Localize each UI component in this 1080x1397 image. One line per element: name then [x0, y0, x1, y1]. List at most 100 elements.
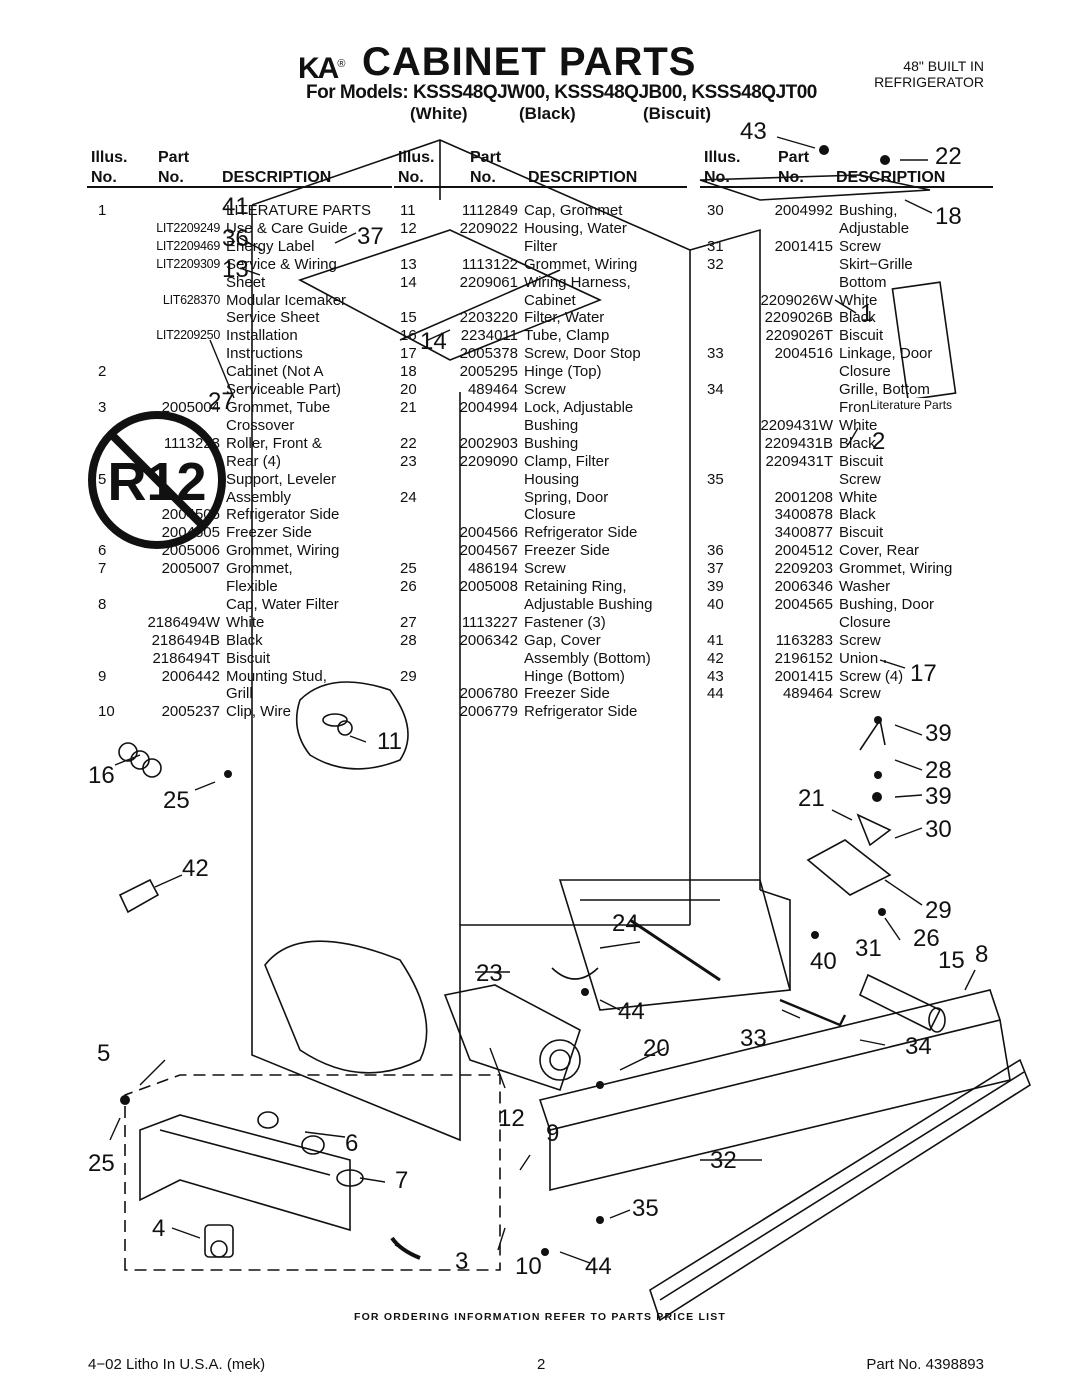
parts-row: Closure: [707, 363, 982, 381]
illus-number: 1: [98, 202, 107, 219]
callout-25-bottom: 25: [88, 1150, 115, 1177]
description-cell: Service & Wiring: [226, 255, 337, 273]
description-cell: Skirt−Grille: [839, 255, 913, 273]
callout-33: 33: [740, 1025, 767, 1052]
part-number-cell: 2004512: [774, 542, 833, 560]
callout-27: 27: [208, 388, 235, 415]
callout-12: 12: [498, 1105, 525, 1132]
part-number-cell: 2006780: [459, 685, 518, 703]
part-number-cell: 2196152: [774, 649, 833, 667]
description-cell: Bushing, Door: [839, 595, 935, 613]
callout-21: 21: [798, 785, 825, 812]
cabinet-left-wall: [251, 205, 690, 1142]
description-cell: Fastener (3): [524, 613, 606, 631]
illus-number: 40: [707, 595, 724, 613]
part-number-cell: 2004516: [774, 345, 833, 363]
callout-11: 11: [377, 728, 402, 755]
part-number-cell: 2006342: [459, 631, 518, 649]
part-number-cell: 2004992: [774, 202, 833, 219]
page-title: CABINET PARTS: [362, 40, 697, 84]
illus-number: 21: [400, 398, 417, 416]
description-cell: Cabinet (Not A: [226, 363, 324, 381]
description-cell: Modular Icemaker: [226, 291, 347, 309]
col1-head-description: DESCRIPTION: [222, 169, 332, 186]
col2-head-illus: Illus.No.: [398, 149, 435, 186]
callout-7: 7: [395, 1167, 409, 1194]
callout-44-bottom: 44: [585, 1253, 612, 1280]
illus-number: 32: [707, 255, 724, 273]
description-cell: Screw: [839, 470, 881, 488]
parts-row: Adjustable Bushing: [400, 596, 690, 614]
illus-number: 39: [707, 578, 724, 596]
description-cell: Closure: [839, 613, 891, 631]
description-cell: Screw: [839, 237, 881, 255]
part-number-cell: 1112849: [461, 202, 518, 219]
description-cell: Cap, Water Filter: [226, 595, 339, 613]
description-cell: Screw: [524, 560, 566, 578]
illus-number: 34: [707, 381, 724, 399]
grille-bottom-front: [649, 1058, 1031, 1322]
part-number-cell: 2203220: [459, 309, 518, 327]
part-number-cell: 3400877: [774, 524, 833, 542]
part-number-cell: 2004567: [459, 542, 518, 560]
cabinet-top-outline: [251, 139, 691, 925]
description-cell: Crossover: [226, 416, 295, 434]
callout-31: 31: [855, 935, 882, 962]
part-number-cell: 2209022: [459, 219, 518, 237]
part-number-cell: 2006442: [161, 667, 220, 685]
part-number-cell: 2005007: [161, 560, 220, 578]
parts-row: 36 2004512 Cover, Rear: [707, 542, 982, 560]
brand-logo: KA®: [298, 52, 346, 85]
description-cell: Freezer Side: [524, 685, 610, 703]
description-cell: Service Sheet: [226, 309, 320, 327]
part-number-cell: 2186494T: [152, 649, 220, 667]
callout-2: 2: [872, 428, 886, 455]
description-cell: Black: [839, 434, 876, 452]
part-number-cell: 2209026W: [760, 291, 833, 309]
description-cell: Instructions: [226, 345, 303, 363]
callout-39-top: 39: [925, 720, 952, 747]
illus-number: 30: [707, 202, 724, 219]
illus-number: 28: [400, 631, 417, 649]
parts-row: Assembly (Bottom): [400, 650, 690, 668]
part-number-cell: 2186494W: [147, 613, 220, 631]
illus-number: 17: [400, 345, 417, 363]
illus-number: 15: [400, 309, 417, 327]
description-cell: Black: [839, 506, 876, 524]
description-cell: Grommet,: [226, 560, 293, 578]
description-cell: Assembly: [226, 488, 292, 506]
description-cell: Housing, Water: [524, 219, 627, 237]
part-number-cell: 2006346: [774, 578, 833, 596]
illus-number: 36: [707, 542, 724, 560]
parts-row: Rear (4): [98, 453, 398, 471]
illus-number: 2: [98, 363, 107, 381]
description-cell: Housing: [524, 470, 580, 488]
parts-row: Serviceable Part): [98, 381, 398, 399]
parts-row: 2209026W White: [707, 292, 982, 310]
description-cell: Filter: [524, 237, 558, 255]
description-cell: White: [839, 291, 878, 309]
part-number-cell: 486194: [467, 560, 518, 578]
description-cell: Cover, Rear: [839, 542, 920, 560]
ordering-note: FOR ORDERING INFORMATION REFER TO PARTS …: [353, 1311, 727, 1323]
callout-41: 41: [222, 193, 249, 220]
